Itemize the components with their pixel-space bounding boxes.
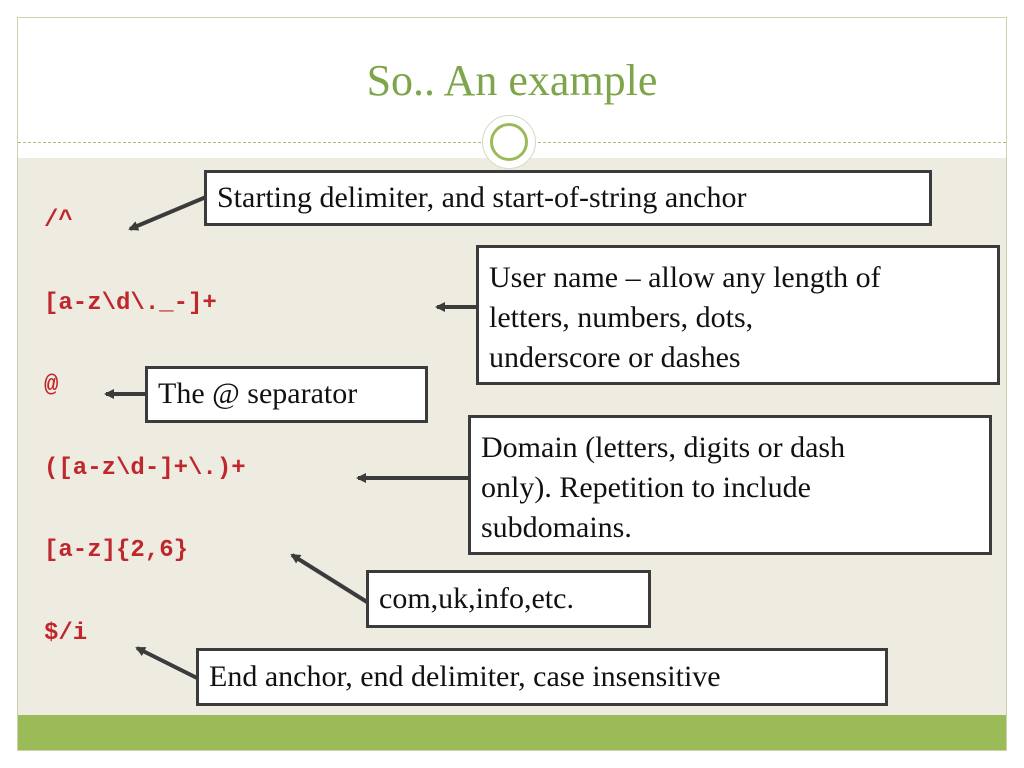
callout-text: End anchor, end delimiter, case insensit… (209, 660, 721, 693)
ring-icon (490, 123, 528, 161)
slide-title: So.. An example (366, 56, 658, 105)
circle-ornament-icon (482, 115, 536, 169)
callout-text: subdomains. (481, 511, 632, 544)
callout-start-delimiter: Starting delimiter, and start-of-string … (204, 170, 932, 226)
footer-accent-bar (18, 715, 1006, 750)
callout-end-anchor: End anchor, end delimiter, case insensit… (196, 648, 888, 706)
callout-text: User name – allow any length of (489, 261, 881, 294)
callout-text: com,uk,info,etc. (379, 582, 574, 615)
callout-at-separator: The @ separator (145, 366, 428, 423)
callout-text: The @ separator (158, 377, 358, 410)
callout-text: letters, numbers, dots, (489, 301, 754, 334)
callout-text: Domain (letters, digits or dash (481, 431, 846, 464)
callout-text: only). Repetition to include (481, 471, 811, 504)
callout-domain: Domain (letters, digits or dash only). R… (468, 415, 992, 555)
code-line-domain: ([a-z\d-]+\.)+ (44, 455, 246, 482)
code-line-username: [a-z\d\._-]+ (44, 290, 217, 317)
callout-text: Starting delimiter, and start-of-string … (217, 181, 747, 214)
code-line-end-anchor: $/i (44, 620, 88, 647)
code-line-tld: [a-z]{2,6} (44, 537, 189, 564)
callout-text: underscore or dashes (489, 341, 741, 374)
callout-user-name: User name – allow any length of letters,… (476, 245, 1000, 385)
code-line-at-separator: @ (44, 372, 59, 399)
callout-tld: com,uk,info,etc. (366, 570, 651, 628)
code-line-start-anchor: /^ (44, 207, 73, 234)
